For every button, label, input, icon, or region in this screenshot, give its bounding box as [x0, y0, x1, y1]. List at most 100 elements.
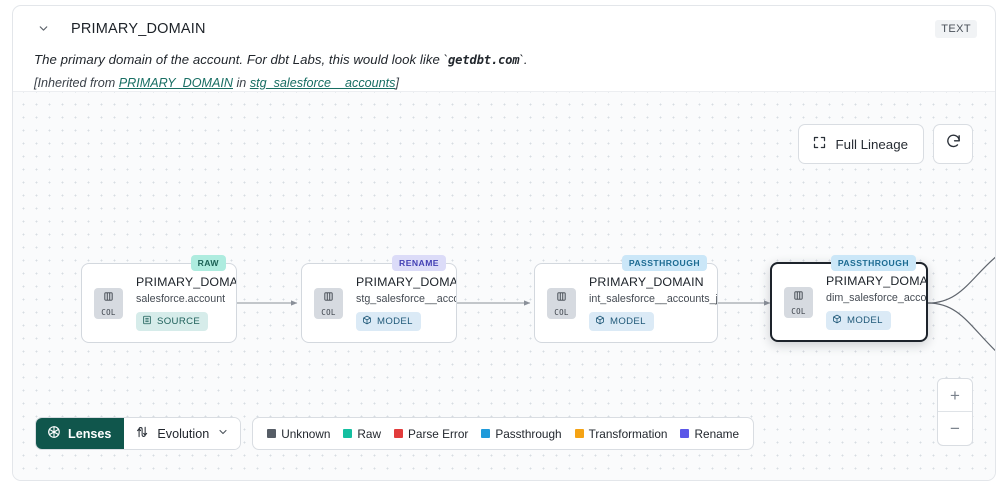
- node-badge: PASSTHROUGH: [830, 255, 916, 271]
- node-subtitle: dim_salesforce_accounts: [826, 292, 926, 304]
- inherited-suffix: ]: [395, 76, 399, 90]
- inherited-middle: in: [233, 76, 250, 90]
- legend-item-raw: Raw: [343, 427, 381, 441]
- lineage-canvas[interactable]: Full Lineage + −: [13, 91, 995, 480]
- node-body: PRIMARY_DOMAIN int_salesforce__accounts_…: [580, 275, 717, 331]
- node-subtitle: stg_salesforce__accounts: [356, 293, 456, 305]
- node-body: PRIMARY_DOMAIN__C salesforce.account SOU…: [127, 275, 236, 331]
- legend-label: Unknown: [281, 426, 331, 441]
- node-badge: RENAME: [392, 255, 446, 271]
- legend-label: Rename: [694, 426, 740, 441]
- column-lineage-card: PRIMARY_DOMAIN TEXT The primary domain o…: [12, 5, 996, 481]
- inherited-from-note: [Inherited from PRIMARY_DOMAIN in stg_sa…: [34, 76, 977, 90]
- lineage-legend: Unknown Raw Parse Error Passthrough Tran…: [252, 417, 755, 450]
- zoom-controls: + −: [937, 378, 973, 446]
- node-body: PRIMARY_DOMAIN stg_salesforce__accounts …: [347, 275, 456, 331]
- chevron-down-icon: [217, 426, 229, 441]
- node-type-label: SOURCE: [157, 316, 201, 327]
- type-badge: TEXT: [935, 20, 977, 38]
- canvas-toolbar: Full Lineage: [797, 124, 973, 164]
- full-lineage-label: Full Lineage: [835, 136, 908, 152]
- legend-swatch: [481, 429, 491, 438]
- lenses-group: Lenses Evolution: [35, 417, 242, 450]
- column-chip: COL: [94, 287, 123, 319]
- node-title: PRIMARY_DOMAIN: [589, 275, 704, 289]
- inherited-prefix: [Inherited from: [34, 76, 119, 90]
- page-title: PRIMARY_DOMAIN: [71, 20, 206, 37]
- lineage-node-selected[interactable]: PASSTHROUGH COL PRIMARY_DOMAIN dim_sales…: [770, 255, 928, 342]
- lineage-node[interactable]: RAW COL PRIMARY_DOMAIN__C salesforce.acc…: [81, 255, 237, 343]
- legend-item-rename: Rename: [680, 427, 739, 441]
- column-chip-label: COL: [321, 308, 336, 317]
- node-title: PRIMARY_DOMAIN: [356, 275, 456, 289]
- column-chip: COL: [314, 287, 343, 319]
- legend-swatch: [680, 429, 690, 438]
- legend-label: Parse Error: [408, 426, 469, 441]
- node-subtitle: salesforce.account: [136, 293, 226, 305]
- lenses-label: Lenses: [68, 426, 112, 441]
- model-cube-icon: [362, 315, 372, 328]
- legend-label: Passthrough: [495, 426, 562, 441]
- legend-item-passthrough: Passthrough: [481, 426, 562, 441]
- column-chip-label: COL: [101, 308, 116, 317]
- lineage-node[interactable]: RENAME COL PRIMARY_DOMAIN stg_salesforce…: [301, 255, 457, 343]
- header-title-row: PRIMARY_DOMAIN: [31, 16, 977, 41]
- evolution-dropdown[interactable]: Evolution: [124, 418, 241, 449]
- column-chip: COL: [547, 287, 576, 319]
- column-icon: [323, 289, 334, 307]
- column-icon: [556, 289, 567, 307]
- lenses-button[interactable]: Lenses: [36, 418, 125, 449]
- column-chip: COL: [784, 286, 813, 318]
- node-type-pill: MODEL: [589, 312, 654, 331]
- lineage-node[interactable]: PASSTHROUGH COL PRIMARY_DOMAIN int_sales…: [534, 255, 718, 343]
- legend-item-unknown: Unknown: [267, 427, 330, 441]
- legend-label: Transformation: [588, 426, 668, 441]
- description-prefix: The primary domain of the account. For d…: [34, 52, 449, 67]
- description-suffix: `.: [519, 52, 528, 67]
- description-code: getdbt.com: [448, 53, 520, 67]
- column-chip-label: COL: [791, 307, 806, 316]
- node-badge: RAW: [190, 255, 226, 271]
- legend-swatch: [574, 429, 584, 438]
- model-cube-icon: [832, 314, 842, 327]
- column-icon: [103, 289, 114, 307]
- edge-out-bottom: [927, 302, 995, 352]
- evolution-arrows-icon: [135, 425, 149, 442]
- node-type-label: MODEL: [377, 316, 413, 327]
- inherited-model-link[interactable]: stg_salesforce__accounts: [249, 76, 396, 90]
- zoom-out-button[interactable]: −: [950, 419, 960, 438]
- node-type-pill: MODEL: [356, 312, 421, 331]
- full-lineage-button[interactable]: Full Lineage: [797, 124, 924, 164]
- column-chip-label: COL: [554, 308, 569, 317]
- legend-swatch: [394, 429, 404, 438]
- legend-swatch: [343, 429, 353, 438]
- model-cube-icon: [595, 315, 605, 328]
- legend-item-transformation: Transformation: [574, 426, 668, 441]
- refresh-button[interactable]: [933, 124, 973, 164]
- legend-item-parse-error: Parse Error: [394, 427, 468, 441]
- column-header: PRIMARY_DOMAIN TEXT The primary domain o…: [13, 6, 995, 90]
- node-type-label: MODEL: [610, 316, 646, 327]
- column-description: The primary domain of the account. For d…: [34, 52, 977, 67]
- evolution-label: Evolution: [157, 426, 210, 441]
- expand-icon: [812, 135, 827, 153]
- node-type-label: MODEL: [847, 315, 883, 326]
- legend-swatch: [267, 429, 277, 438]
- source-icon: [142, 315, 152, 328]
- column-icon: [793, 288, 804, 306]
- node-title: PRIMARY_DOMAIN: [826, 274, 926, 288]
- aperture-icon: [47, 425, 61, 442]
- node-type-pill: MODEL: [826, 311, 891, 330]
- node-subtitle: int_salesforce__accounts_joined: [589, 293, 717, 305]
- zoom-in-button[interactable]: +: [938, 379, 972, 412]
- node-type-pill: SOURCE: [136, 312, 209, 331]
- inherited-column-link[interactable]: PRIMARY_DOMAIN: [118, 76, 233, 90]
- chevron-down-icon[interactable]: [34, 20, 52, 38]
- edge-out-top: [927, 256, 995, 304]
- refresh-icon: [945, 133, 962, 155]
- node-title: PRIMARY_DOMAIN__C: [136, 275, 236, 289]
- canvas-bottom-bar: Lenses Evolution: [35, 417, 755, 450]
- legend-label: Raw: [357, 426, 382, 441]
- node-body: PRIMARY_DOMAIN dim_salesforce_accounts M…: [817, 274, 926, 330]
- node-badge: PASSTHROUGH: [621, 255, 707, 271]
